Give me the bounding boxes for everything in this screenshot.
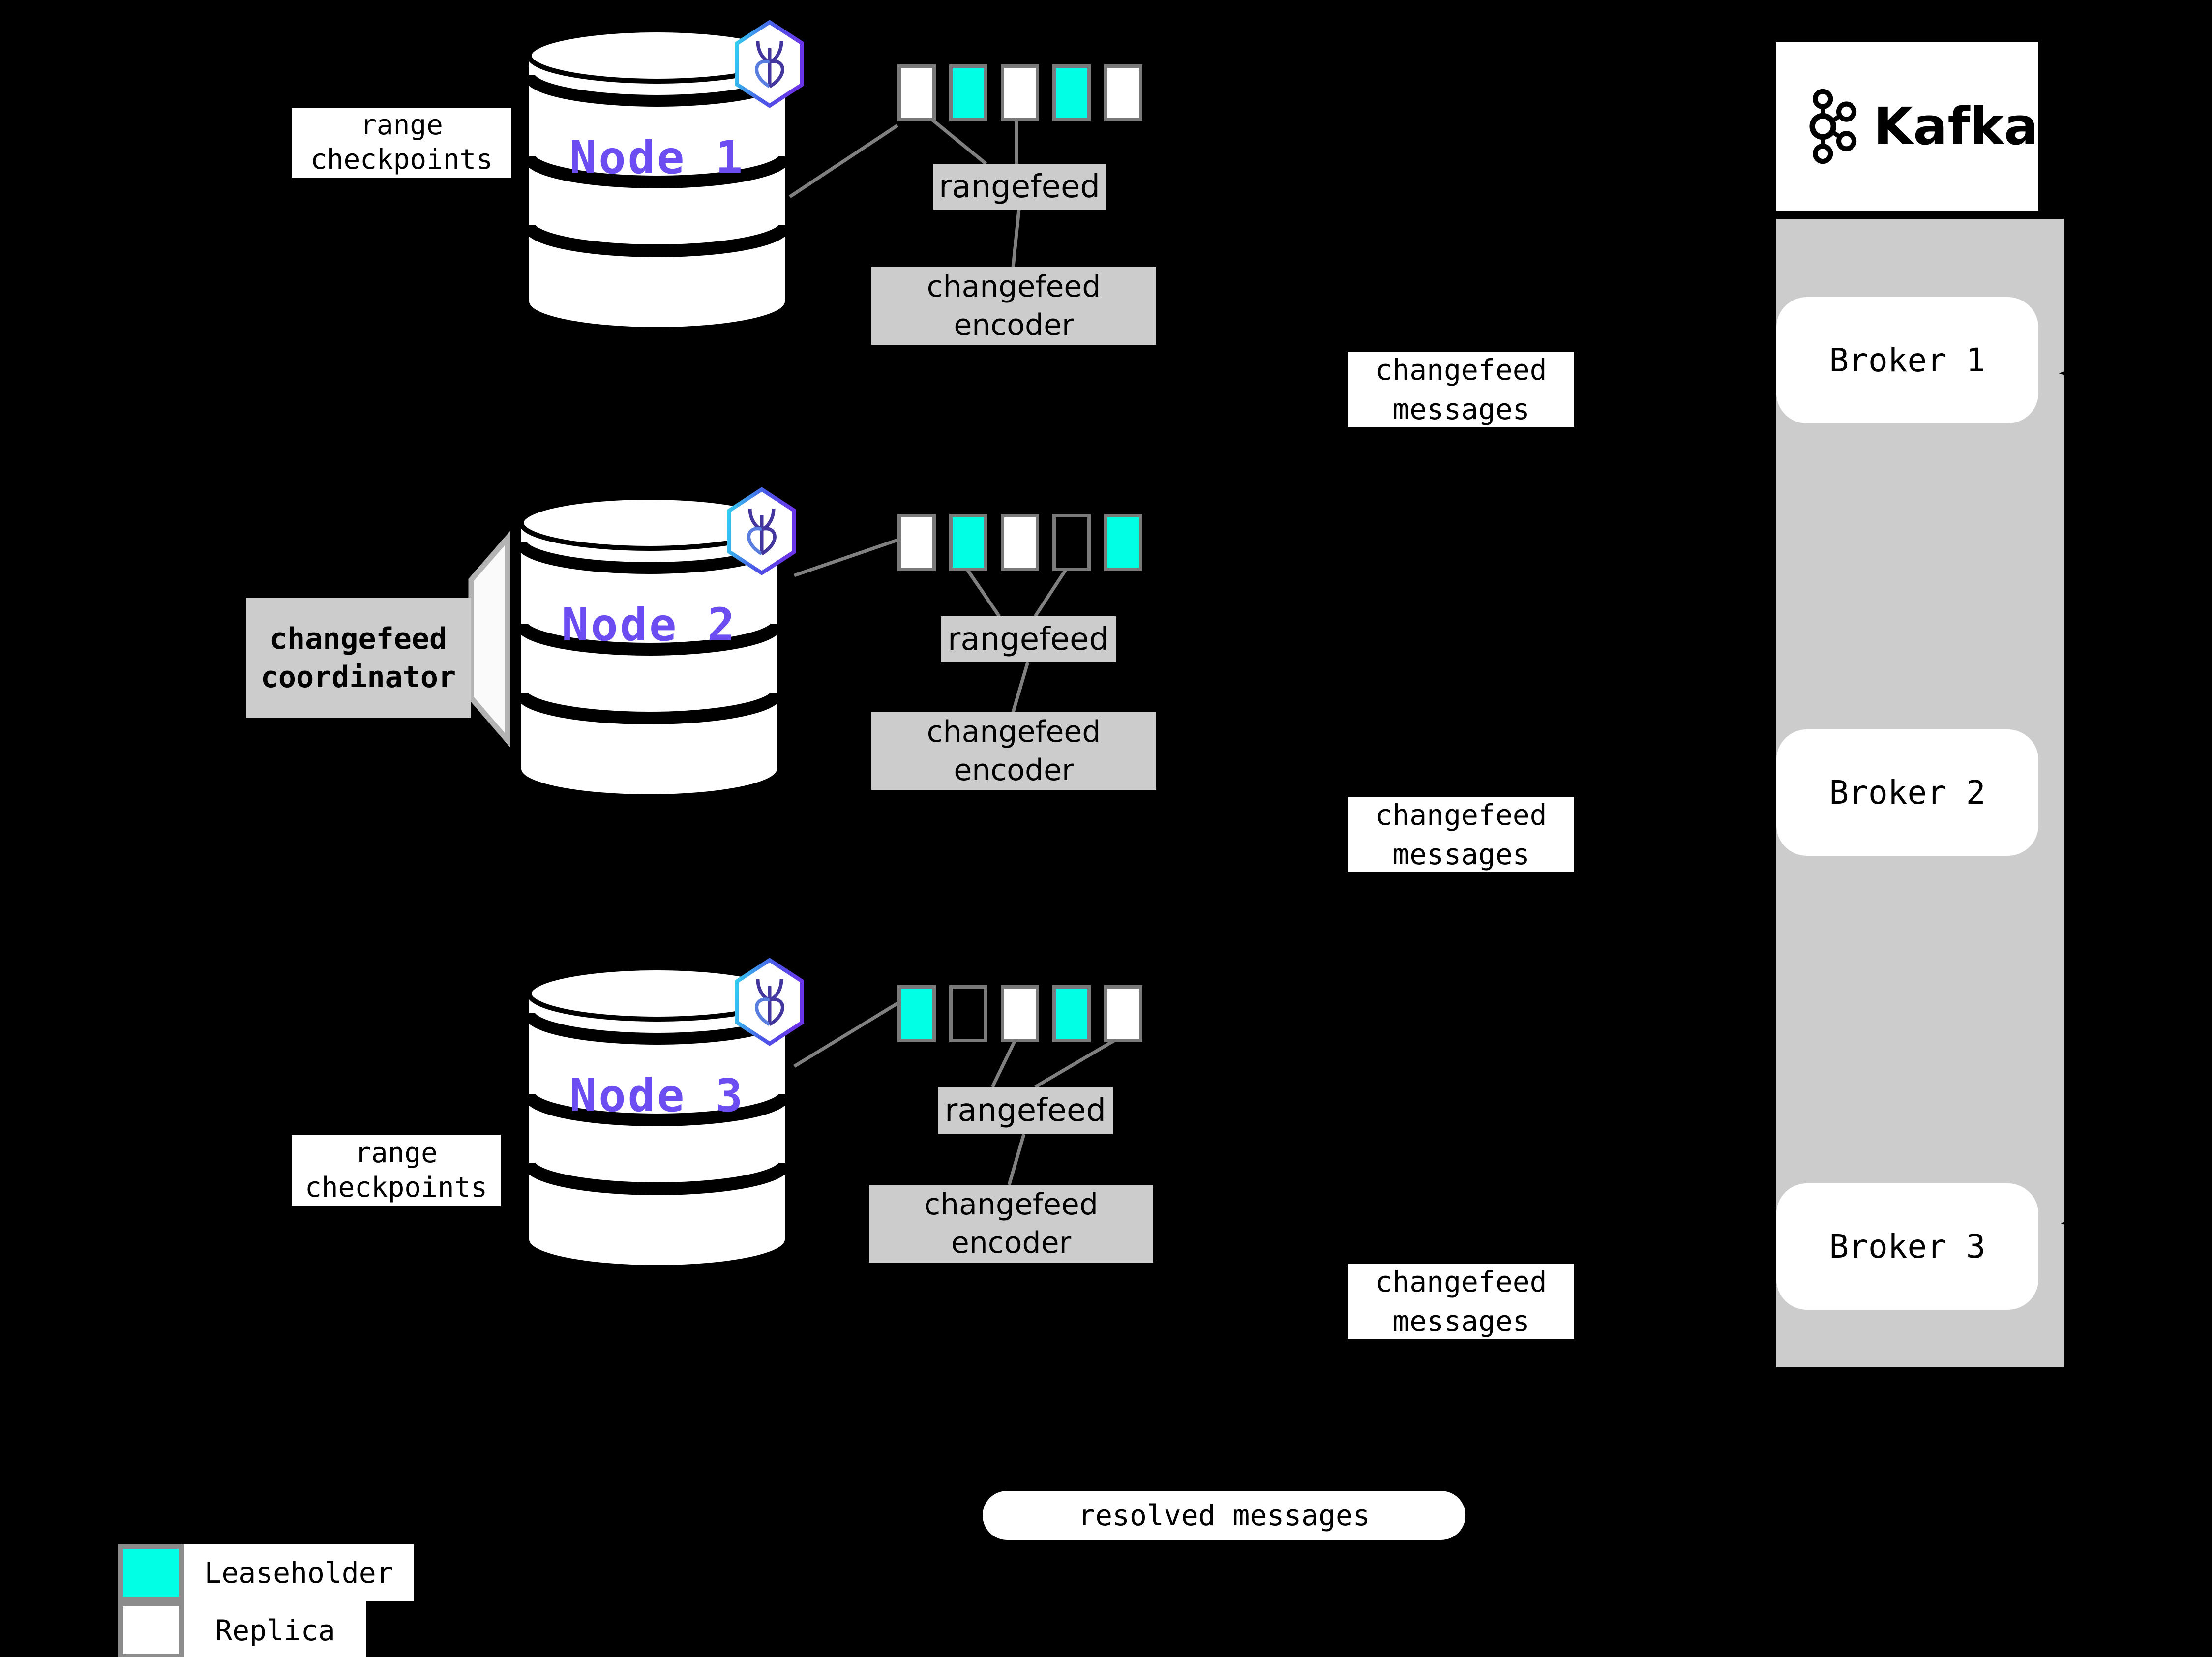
- range-box: [897, 985, 936, 1042]
- range-box: [1104, 514, 1142, 571]
- kafka-logo: Kafka: [1776, 42, 2038, 211]
- changefeed-encoder-box-2: changefeed encoder: [871, 712, 1156, 790]
- range-box: [1104, 64, 1142, 121]
- changefeed-messages-label-2: changefeed messages: [1348, 797, 1574, 872]
- range-box: [897, 64, 936, 121]
- broker-3: Broker 3: [1776, 1183, 2038, 1310]
- legend-replica-swatch: [118, 1601, 184, 1657]
- legend-replica-label: Replica: [184, 1601, 366, 1657]
- resolved-messages-label: resolved messages: [983, 1491, 1465, 1540]
- changefeed-coordinator-label: changefeed coordinator: [246, 598, 471, 718]
- range-checkpoints-label-1: range checkpoints: [292, 108, 511, 178]
- range-box: [897, 514, 936, 571]
- legend-leaseholder-label: Leaseholder: [184, 1544, 414, 1601]
- range-box: [949, 985, 987, 1042]
- range-box: [1052, 514, 1091, 571]
- range-box: [1001, 985, 1039, 1042]
- kafka-title: Kafka: [1873, 96, 2038, 156]
- range-box: [949, 514, 987, 571]
- changefeed-messages-label-3: changefeed messages: [1348, 1264, 1574, 1339]
- range-box: [1052, 64, 1091, 121]
- coordinator-flag-shape: [468, 531, 510, 748]
- range-box: [1104, 985, 1142, 1042]
- rangefeed-box-1: rangefeed: [933, 164, 1106, 210]
- broker-2: Broker 2: [1776, 729, 2038, 856]
- rangefeed-box-3: rangefeed: [938, 1087, 1113, 1134]
- range-box: [949, 64, 987, 121]
- range-box: [1001, 514, 1039, 571]
- legend-leaseholder-swatch: [118, 1544, 184, 1601]
- kafka-logo-icon: [1809, 89, 1857, 164]
- node-1-title: Node 1: [569, 131, 745, 184]
- connector-lines: [789, 116, 1121, 1185]
- rangefeed-box-2: rangefeed: [941, 616, 1116, 662]
- changefeed-messages-label-1: changefeed messages: [1348, 352, 1574, 427]
- node-2-title: Node 2: [561, 598, 737, 651]
- range-checkpoints-label-3: range checkpoints: [292, 1135, 501, 1206]
- kafka-broker-column: Broker 1 Broker 2 Broker 3: [1776, 219, 2064, 1367]
- range-box: [1001, 64, 1039, 121]
- range-box: [1052, 985, 1091, 1042]
- node-3-title: Node 3: [569, 1069, 745, 1122]
- changefeed-encoder-box-1: changefeed encoder: [871, 267, 1156, 345]
- broker-1: Broker 1: [1776, 297, 2038, 423]
- changefeed-encoder-box-3: changefeed encoder: [869, 1185, 1153, 1263]
